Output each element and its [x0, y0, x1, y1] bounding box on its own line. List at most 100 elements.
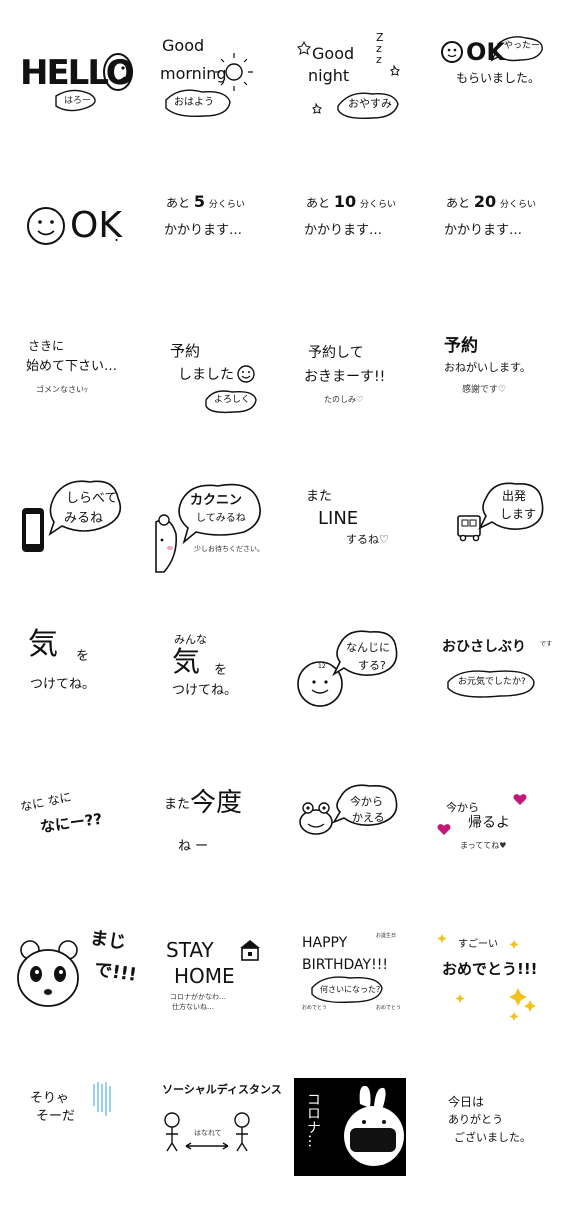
thank-you-line2: ありがとう	[448, 1113, 503, 1126]
sticker-line-again[interactable]: また LINE するね♡	[290, 470, 430, 620]
sticker-hello[interactable]: HELLO はろー	[10, 20, 150, 170]
sparkle-icon	[437, 934, 536, 1021]
sticker-thank-you-today[interactable]: 今日は ありがとう ございました。	[430, 1070, 562, 1220]
depart-bubble2: します	[500, 507, 537, 521]
birthday-tiny2: おめでとう	[302, 1005, 328, 1011]
sticker-reserved[interactable]: 予約 しました よろしく	[150, 320, 290, 470]
reserved-line2: しました	[178, 367, 234, 383]
sticker-long-time[interactable]: おひさしぶり です お元気でしたか?	[430, 620, 562, 770]
thank-you-line3: ございました。	[454, 1131, 531, 1144]
what-what-line1: なに なに	[19, 789, 73, 815]
sticker-everyone-take-care[interactable]: みんな 気 を つけてね。	[150, 620, 290, 770]
take-care-big: 気	[28, 627, 58, 662]
speech-bubble-icon	[447, 670, 535, 698]
congrats-line1: すごーい	[458, 939, 498, 950]
coming-home-line2: 帰るよ	[468, 815, 510, 831]
5-min-line2: かかります…	[164, 223, 243, 238]
10-min-line1: あと 10 分くらい	[306, 192, 396, 211]
sticker-5-min[interactable]: あと 5 分くらい かかります…	[150, 170, 290, 320]
sticker-next-time[interactable]: また 今度 ね ー	[150, 770, 290, 920]
two-people-icon	[164, 1112, 250, 1152]
line-again-line1: また	[306, 489, 333, 504]
speech-bubble-icon	[311, 976, 383, 1004]
stay-home-line2: HOME	[174, 964, 235, 988]
sticker-ok-face[interactable]: OK .	[10, 170, 150, 320]
rabbit-mask-icon	[344, 1085, 404, 1166]
sticker-reserve-please[interactable]: 予約 おねがいします。 感謝です♡	[430, 320, 562, 470]
congrats-line2: おめでとう!!!	[442, 960, 538, 978]
speech-bubble-icon	[441, 36, 543, 63]
reserve-please-line1: 予約	[444, 336, 478, 356]
reserved-line1: 予約	[170, 342, 201, 360]
what-time-bubble2: する?	[358, 659, 386, 672]
reserved-bubble: よろしく	[214, 395, 251, 405]
sticker-going-home[interactable]: 今から かえる	[290, 770, 430, 920]
sticker-20-min[interactable]: あと 20 分くらい かかります…	[430, 170, 562, 320]
clock-face-icon: 12	[297, 630, 398, 707]
sticker-good-morning[interactable]: Good morning おはよう	[150, 20, 290, 170]
reserve-please-line2: おねがいします。	[444, 361, 531, 374]
sticker-social-distance[interactable]: ソーシャルディスタンス はなれて	[150, 1070, 290, 1220]
next-time-big: 今度	[190, 788, 243, 818]
house-icon	[240, 940, 260, 961]
sticker-corona[interactable]: コロナ…	[294, 1078, 406, 1176]
social-distance-sub: はなれて	[194, 1129, 222, 1137]
sticker-what-time[interactable]: 12 なんじに する?	[290, 620, 430, 770]
good-morning-line2: morning	[160, 64, 227, 83]
start-first-line2: 始めて下さい…	[26, 359, 118, 374]
good-morning-bubble: おはよう	[174, 97, 214, 108]
ok-k-text: OK	[70, 205, 122, 246]
going-home-bubble2: かえる	[352, 811, 385, 824]
sticker-stay-home[interactable]: STAY HOME コロナがかなわ… 仕方ないね…	[150, 920, 290, 1070]
long-time-bubble: お元気でしたか?	[458, 677, 526, 687]
panda-icon	[17, 940, 79, 1007]
stay-home-sub1: コロナがかなわ…	[170, 993, 226, 1001]
star-icon	[297, 40, 400, 120]
what-what-line2: なにー??	[38, 809, 104, 837]
20-min-line1: あと 20 分くらい	[446, 192, 536, 211]
birthday-line2: BIRTHDAY!!!	[302, 957, 388, 973]
sticker-seriously[interactable]: まじ で!!!	[10, 920, 150, 1070]
bear-peek-icon	[155, 483, 261, 573]
sticker-congrats[interactable]: すごーい おめでとう!!!	[430, 920, 562, 1070]
sticker-happy-birthday[interactable]: HAPPY BIRTHDAY!!! 何さいになった? お誕生日 おめでとう おめ…	[290, 920, 430, 1070]
social-distance-title: ソーシャルディスタンス	[162, 1083, 282, 1096]
start-first-sub: ゴメンなさいｯ	[36, 385, 88, 394]
sticker-look-up[interactable]: しらべて みるね	[10, 470, 150, 620]
good-night-line2: night	[308, 66, 350, 85]
of-course-line2: そーだ	[36, 1109, 76, 1124]
seriously-line1: まじ	[88, 927, 128, 954]
look-up-bubble2: みるね	[64, 511, 104, 526]
ok-dot: .	[114, 226, 120, 245]
sticker-take-care[interactable]: 気 を つけてね。	[10, 620, 150, 770]
depart-bubble1: 出発	[502, 489, 527, 503]
birthday-tiny1: お誕生日	[376, 933, 397, 939]
everyone-big: 気	[172, 645, 201, 678]
sticker-of-course[interactable]: そりゃ そーだ	[10, 1070, 150, 1220]
sticker-ok-yatta[interactable]: OK やったー もらいました。	[430, 20, 562, 170]
sticker-good-night[interactable]: Good night Z z z おやすみ	[290, 20, 430, 170]
what-time-bubble1: なんじに	[346, 641, 390, 654]
thank-you-line1: 今日は	[448, 1095, 485, 1109]
smile-face-icon	[27, 207, 65, 245]
sticker-depart[interactable]: 出発 します	[430, 470, 562, 620]
sticker-confirm[interactable]: カクニン してみるね 少しお待ちください。	[150, 470, 290, 620]
sticker-what-what[interactable]: なに なに なにー??	[10, 770, 150, 920]
sticker-10-min[interactable]: あと 10 分くらい かかります…	[290, 170, 430, 320]
good-night-bubble: おやすみ	[348, 97, 392, 110]
sticker-reserve-it[interactable]: 予約して おきまーす!! たのしみ♡	[290, 320, 430, 470]
next-time-line1: また	[164, 797, 191, 812]
coming-home-line1: 今から	[446, 801, 479, 814]
sticker-start-first[interactable]: さきに 始めて下さい… ゴメンなさいｯ	[10, 320, 150, 470]
ok-text: OK	[466, 38, 505, 66]
sticker-coming-home[interactable]: 今から 帰るよ まっててね♥	[430, 770, 562, 920]
take-care-line2: つけてね。	[30, 677, 96, 692]
corona-text: コロナ…	[305, 1092, 321, 1148]
everyone-line2: つけてね。	[172, 683, 238, 698]
sun-icon	[165, 53, 253, 118]
reserve-it-line1: 予約して	[308, 345, 364, 361]
long-time-tiny: です	[540, 641, 553, 648]
rain-lines-icon	[93, 1082, 111, 1116]
20-min-line2: かかります…	[444, 223, 523, 238]
of-course-line1: そりゃ	[30, 1091, 70, 1106]
